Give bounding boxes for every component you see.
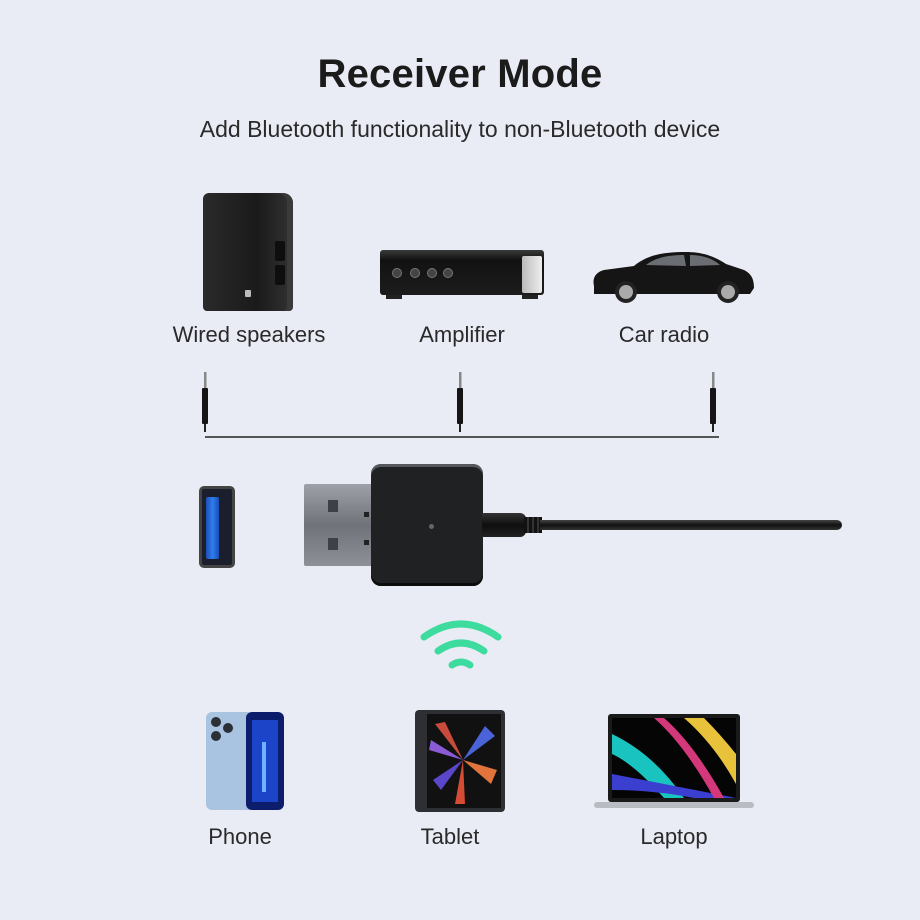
page-title: Receiver Mode — [317, 52, 603, 96]
tablet-icon — [415, 710, 505, 812]
phone-icon — [206, 712, 284, 810]
aux-jack-icon — [202, 372, 208, 432]
amplifier-label: Amplifier — [419, 322, 505, 347]
aux-jack-icon — [710, 372, 716, 432]
aux-cable-line — [205, 436, 719, 438]
amplifier-icon — [380, 250, 544, 299]
car-icon — [593, 252, 754, 303]
cable-strain-relief-ribs — [524, 517, 542, 533]
bluetooth-usb-dongle-icon — [371, 464, 483, 586]
dongle-cable — [540, 520, 842, 530]
usb-port-icon — [199, 486, 235, 568]
laptop-icon — [594, 714, 754, 808]
tablet-label: Tablet — [420, 824, 480, 849]
car-radio-label: Car radio — [618, 322, 710, 347]
usb-plug-icon — [304, 484, 374, 566]
wired-speakers-label: Wired speakers — [172, 322, 326, 347]
phone-label: Phone — [208, 824, 272, 849]
aux-jack-icon — [457, 372, 463, 432]
laptop-label: Laptop — [640, 824, 708, 849]
wifi-signal-icon — [420, 620, 502, 669]
speaker-icon — [203, 193, 293, 311]
cable-strain-relief — [482, 513, 526, 537]
page-subtitle: Add Bluetooth functionality to non-Bluet… — [199, 116, 721, 142]
